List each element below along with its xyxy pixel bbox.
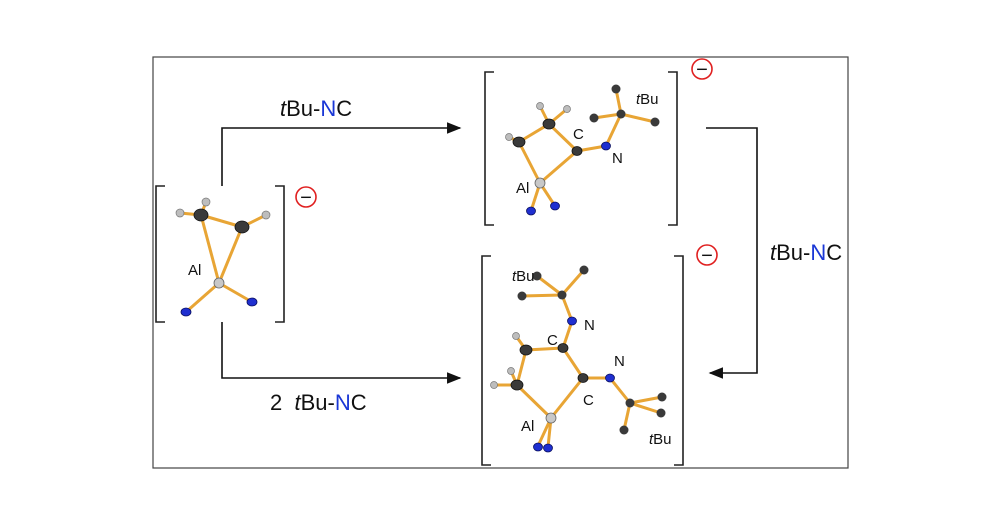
arrow-top (221, 122, 462, 186)
atom-label-n1-bottom: N (584, 317, 595, 334)
atom-label-al-left: Al (188, 262, 201, 279)
reagent-label-top: tBu-NC (280, 96, 352, 121)
molecule-top: C N Al tBu (505, 84, 660, 216)
reagent-label-right: tBu-NC (770, 240, 842, 265)
charge-left: − (295, 186, 317, 209)
bracket-top-molecule (484, 71, 678, 226)
atom-label-tbu-top: tBu (636, 91, 659, 108)
molecule-bottom: C C N N Al tBu tBu (490, 265, 672, 453)
bracket-bottom-molecule (481, 255, 684, 466)
scheme-frame (152, 56, 849, 469)
svg-text:−: − (300, 187, 312, 209)
atom-label-n2-bottom: N (614, 353, 625, 370)
atom-label-n-top: N (612, 150, 623, 167)
atom-label-c1-bottom: C (547, 332, 558, 349)
svg-text:−: − (701, 245, 713, 267)
bracket-left-molecule (155, 185, 285, 323)
atom-label-tbu2-bottom: tBu (649, 431, 672, 448)
atom-label-c-top: C (573, 126, 584, 143)
atom-label-tbu1-bottom: tBu (512, 268, 535, 285)
arrow-right (706, 127, 758, 379)
atom-label-c2-bottom: C (583, 392, 594, 409)
charge-top: − (691, 58, 713, 81)
atom-label-al-top: Al (516, 180, 529, 197)
reagent-label-bottom: 2 tBu-NC (270, 390, 367, 415)
atom-label-al-bottom: Al (521, 418, 534, 435)
svg-text:−: − (696, 59, 708, 81)
molecule-left: Al (175, 197, 271, 317)
charge-bottom: − (696, 244, 718, 267)
arrow-bottom (221, 322, 462, 384)
